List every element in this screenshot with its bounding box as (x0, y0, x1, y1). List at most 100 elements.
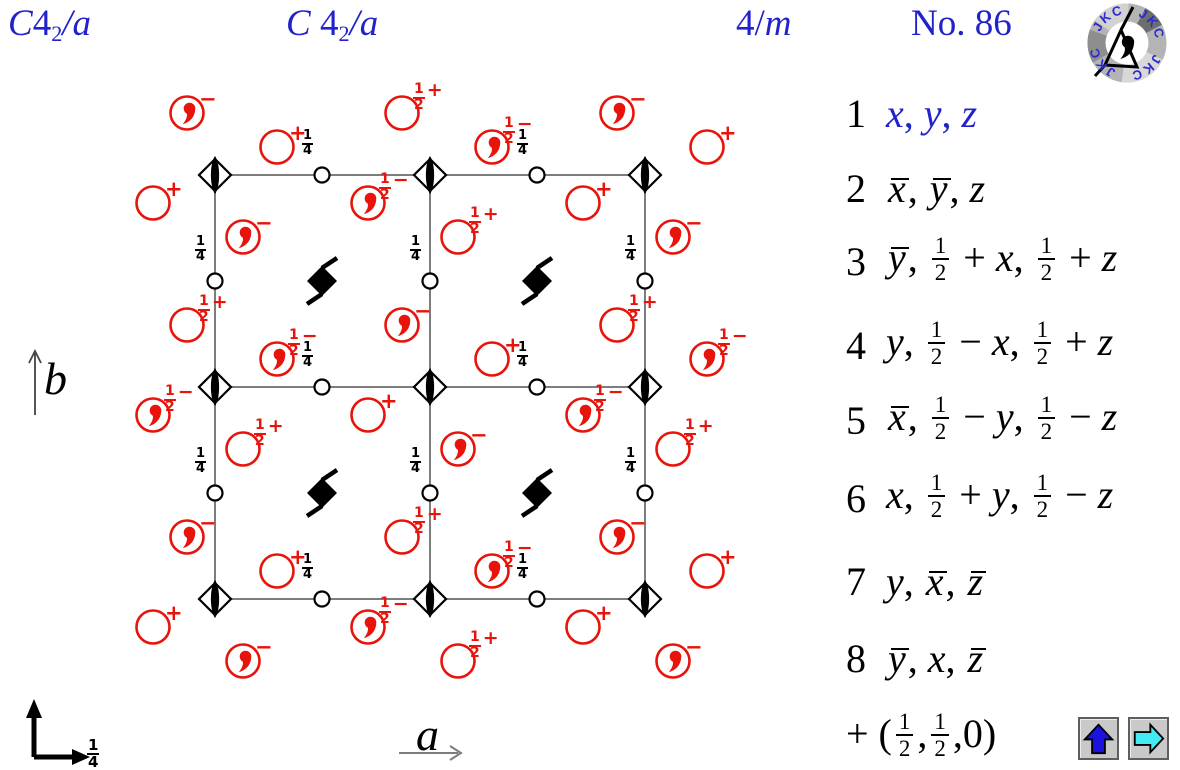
position-number: 2 (846, 165, 866, 211)
atom-height-label: + (719, 545, 737, 569)
position-number: 5 (846, 397, 866, 443)
position-number: 8 (846, 635, 866, 681)
atom-height-label: − (685, 635, 703, 659)
atom-circle (135, 185, 171, 221)
atom-circle-enantiomorph (440, 431, 476, 467)
atom-circle (259, 129, 295, 165)
position-number: 1 (846, 90, 866, 136)
atom-circle-enantiomorph (135, 397, 171, 433)
logo-comma (1120, 35, 1135, 59)
position-coordinates: x, y, z (886, 90, 978, 136)
atom-height-label: + (289, 121, 307, 145)
atom-circle-enantiomorph (599, 519, 635, 555)
nav-next-button[interactable] (1128, 717, 1169, 760)
atom-circle (350, 397, 386, 433)
atom-circle (565, 609, 601, 645)
screw-42-axis-symbol (305, 256, 339, 306)
fourbar-inversion-axis-symbol (627, 580, 663, 618)
atom-height-label: + (165, 177, 183, 201)
position-number: 7 (846, 558, 866, 604)
atom-circle (259, 553, 295, 589)
up-arrow-icon (1082, 723, 1115, 755)
fourbar-inversion-axis-symbol (412, 580, 448, 618)
atom-height-label: − (629, 511, 647, 535)
spacegroup-symbol-short: C42/a (8, 3, 92, 47)
origin-marker (26, 699, 90, 765)
atom-circle (169, 307, 205, 343)
nav-up-button[interactable] (1078, 717, 1119, 760)
inversion-center-symbol (421, 272, 439, 290)
atom-height-label: + (504, 333, 522, 357)
atom-height-label: + (595, 601, 613, 625)
axis-a-label: a (416, 709, 439, 760)
atom-circle-enantiomorph (474, 129, 510, 165)
position-item-1: 1 x, y, z (846, 75, 977, 151)
fourbar-inversion-axis-symbol (627, 368, 663, 406)
fourbar-inversion-axis-symbol (412, 156, 448, 194)
atom-circle (599, 307, 635, 343)
atom-height-label: + (165, 601, 183, 625)
position-item-2: 2 x, y, z (846, 150, 985, 226)
screw-42-axis-symbol (305, 468, 339, 518)
inversion-center-symbol (206, 484, 224, 502)
atom-circle-enantiomorph (350, 609, 386, 645)
atom-circle (565, 185, 601, 221)
jkc-logo: JKC JKC JKC JKC (1086, 2, 1167, 84)
position-coordinates: x, y, z (888, 165, 986, 211)
atom-circle-enantiomorph (474, 553, 510, 589)
inversion-center-symbol (636, 484, 654, 502)
right-arrow-icon (1133, 722, 1165, 755)
screw-42-axis-symbol (520, 468, 554, 518)
atom-circle (440, 219, 476, 255)
fourbar-inversion-axis-symbol (197, 368, 233, 406)
atom-circle (135, 609, 171, 645)
inversion-center-symbol (528, 166, 546, 184)
atom-circle-enantiomorph (169, 95, 205, 131)
atom-height-label: + (289, 545, 307, 569)
inversion-center-symbol (206, 272, 224, 290)
atom-circle-enantiomorph (655, 643, 691, 679)
atom-circle (225, 431, 261, 467)
atom-height-label: − (199, 511, 217, 535)
atom-height-label: − (470, 423, 488, 447)
atom-circle-enantiomorph (259, 341, 295, 377)
fourbar-inversion-axis-symbol (197, 580, 233, 618)
atom-circle (384, 519, 420, 555)
atom-circle-enantiomorph (384, 307, 420, 343)
atom-circle (689, 553, 725, 589)
fourbar-inversion-axis-symbol (412, 368, 448, 406)
point-group-symbol: 4/m (736, 3, 792, 44)
atom-circle-enantiomorph (169, 519, 205, 555)
atom-height-label: − (685, 211, 703, 235)
atom-circle (689, 129, 725, 165)
position-number: 3 (846, 238, 866, 284)
fourbar-inversion-axis-symbol (197, 156, 233, 194)
atom-circle-enantiomorph (565, 397, 601, 433)
inversion-center-symbol (421, 484, 439, 502)
atom-circle-enantiomorph (599, 95, 635, 131)
